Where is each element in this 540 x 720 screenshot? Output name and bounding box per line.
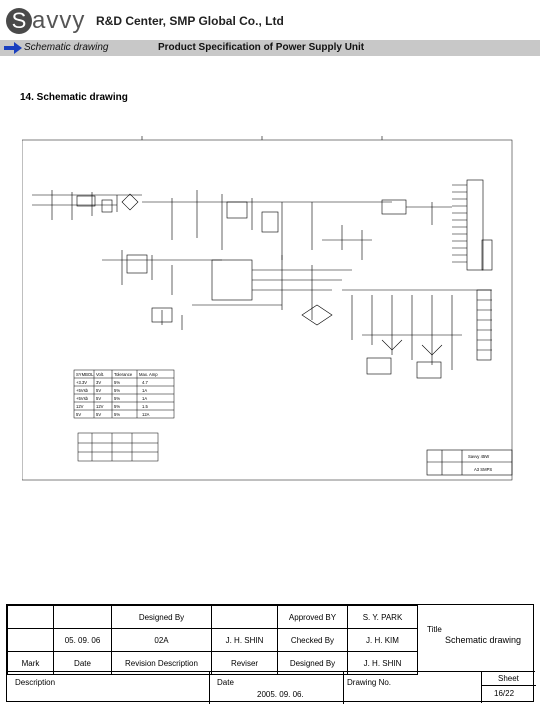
table-header-volt: Volt. [96,372,104,377]
table-cell: 1A [142,388,147,393]
table-cell [7,605,54,629]
table-header-tolerance: Tolerance [114,372,133,377]
table-cell: 5% [114,412,120,417]
table-cell: +3.3V [76,380,87,385]
table-cell: 5% [114,388,120,393]
drawing-no-label: Drawing No. [347,678,392,687]
date-label: Date [217,678,234,687]
table-cell: 4.7 [142,380,148,385]
logo-initial: S [6,8,32,34]
table-cell: 12V [96,404,104,409]
section-bar: Schematic drawing Product Specification … [0,40,540,56]
approved-by-value: S. Y. PARK [347,605,418,629]
arrow-right-icon [4,42,22,54]
logo-wordmark: avvy [32,7,86,34]
table-cell: 5% [114,404,120,409]
checked-by-value: J. H. KIM [347,628,418,652]
checked-by-label: Checked By [277,628,348,652]
table-cell: 12A [142,412,150,417]
table-cell: 12V [76,404,84,409]
table-header-symbol: SYMBOL [76,372,94,377]
table-cell: +5Vsb [76,396,89,401]
page-header: S avvy R&D Center, SMP Global Co., Ltd S… [0,0,540,60]
inset-title: Savvy 45W [468,454,489,459]
table-cell: 3V [96,380,101,385]
sheet-number: 16/22 [494,689,515,698]
table-header-max-amp: Max. Amp [139,372,158,377]
table-cell [53,605,112,629]
approved-by-label: Approved BY [277,605,348,629]
table-cell: 1A [142,396,147,401]
title-area: Title Schematic drawing [417,605,535,671]
title-label: Title [427,625,442,634]
page-title: 14. Schematic drawing [20,92,128,103]
table-cell: 5V [96,412,101,417]
section-tag: Schematic drawing [24,42,109,53]
designed-by-label: Designed By [111,605,212,629]
title-block: Designed By Approved BY S. Y. PARK 05. 0… [6,604,536,704]
schematic-drawing: SYMBOL Volt. Tolerance Max. Amp +3.3V 3V… [22,136,513,481]
sheet-label: Sheet [498,674,519,683]
description-label: Description [15,678,56,687]
table-row: 05. 09. 06 02A J. H. SHIN Checked By J. … [7,628,418,652]
table-cell: +5Vsb [76,388,89,393]
table-cell [211,605,278,629]
table-cell [7,628,54,652]
savvy-logo: S avvy [6,4,98,38]
table-cell: 5V [76,412,81,417]
table-cell: 5% [114,380,120,385]
table-cell: 1.5 [142,404,148,409]
spec-title: Product Specification of Power Supply Un… [158,42,365,53]
revision-table: Designed By Approved BY S. Y. PARK 05. 0… [7,605,418,675]
revision-date: 05. 09. 06 [53,628,112,652]
date-value: 2005. 09. 06. [257,690,304,699]
sheet-box: Sheet 16/22 [481,671,536,703]
table-cell: 5V [96,396,101,401]
table-row: Designed By Approved BY S. Y. PARK [7,605,418,629]
company-name: R&D Center, SMP Global Co., Ltd [96,14,284,28]
table-cell: 5% [114,396,120,401]
inset-code: A3 SMPS [474,467,492,472]
revision-code: 02A [111,628,212,652]
table-cell: 5V [96,388,101,393]
title-block-footer: Description Date 2005. 09. 06. Drawing N… [7,671,536,704]
reviser-name: J. H. SHIN [211,628,278,652]
title-value: Schematic drawing [445,635,522,645]
